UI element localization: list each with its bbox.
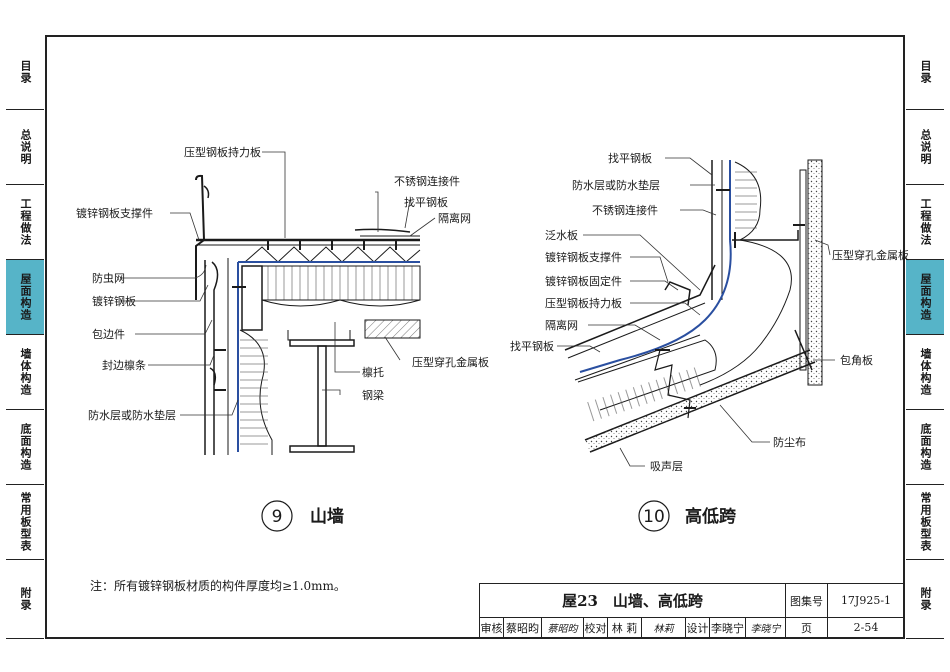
nav-tab-label: 底面构造: [919, 423, 932, 471]
label-ss-connector: 不锈钢连接件: [394, 175, 460, 188]
nav-tab-label: 附录: [19, 587, 32, 611]
nav-tab-label: 常用板型表: [919, 492, 932, 552]
detail-9-labels: 压型钢板持力板 不锈钢连接件 找平钢板 隔离网 镀锌钢板支撑件 防虫网 镀锌钢板…: [76, 145, 489, 422]
page-label: 页: [801, 621, 812, 635]
label-leveling-plate: 找平钢板: [404, 195, 448, 209]
nav-tab-label: 墙体构造: [19, 348, 32, 396]
svg-text:9: 9: [272, 507, 283, 527]
nav-tab[interactable]: 附录: [906, 560, 944, 639]
detail-10-drawing: [564, 159, 823, 453]
drawing-title-cell: 屋23 山墙、高低跨: [480, 584, 786, 617]
nav-tab-label: 底面构造: [19, 423, 32, 471]
label-edge-trim: 包边件: [92, 328, 125, 341]
nav-tab[interactable]: 屋面构造: [6, 260, 44, 335]
drawing-title: 屋23 山墙、高低跨: [562, 592, 703, 610]
leader-lines: [120, 151, 835, 467]
nav-tab[interactable]: 墙体构造: [906, 335, 944, 410]
label-waterproof: 防水层或防水垫层: [88, 408, 176, 422]
nav-tab[interactable]: 工程做法: [906, 185, 944, 260]
nav-tab-label: 目录: [919, 60, 932, 84]
nav-tab-label: 目录: [19, 60, 32, 84]
title-block: 屋23 山墙、高低跨 图集号 17J925-1 审核 蔡昭昀 蔡昭昀 校对 林 …: [479, 583, 904, 638]
nav-tab[interactable]: 常用板型表: [906, 485, 944, 560]
title-block-row2: 审核 蔡昭昀 蔡昭昀 校对 林 莉 林莉 设计 李晓宁 李晓宁 页 2-54: [480, 617, 904, 638]
label-corner-trim: 包角板: [840, 353, 873, 367]
review-label: 审核: [480, 621, 503, 635]
check-name: 林 莉: [611, 621, 638, 635]
label-acoustic-layer: 吸声层: [650, 459, 683, 473]
label-support-10: 镀锌钢板支撑件: [545, 250, 622, 264]
label-steel-beam: 钢梁: [362, 388, 384, 402]
svg-text:高低跨: 高低跨: [685, 506, 737, 527]
drawing-sheet: [45, 35, 905, 639]
review-signature: 蔡昭昀: [547, 624, 578, 635]
label-isolation-mesh-10: 隔离网: [545, 318, 578, 332]
nav-tab[interactable]: 附录: [6, 560, 44, 639]
svg-text:10: 10: [643, 507, 665, 527]
design-signature: 李晓宁: [750, 624, 781, 635]
label-perforated-panel: 压型穿孔金属板: [412, 355, 489, 369]
nav-tab-label: 总说明: [919, 129, 932, 165]
detail-9-drawing: [195, 174, 421, 455]
right-nav-tabs: 目录总说明工程做法屋面构造墙体构造底面构造常用板型表附录: [906, 35, 944, 639]
check-label: 校对: [584, 621, 607, 635]
label-support: 镀锌钢板支撑件: [76, 206, 153, 220]
nav-tab[interactable]: 常用板型表: [6, 485, 44, 560]
note-text: 注：所有镀锌钢板材质的构件厚度均≥1.0mm。: [90, 579, 346, 593]
title-block-row1: 屋23 山墙、高低跨 图集号 17J925-1: [480, 584, 904, 618]
atlas-label-cell: 图集号: [786, 584, 828, 617]
nav-tab-label: 附录: [919, 587, 932, 611]
detail-10-labels: 找平钢板 防水层或防水垫层 不锈钢连接件 泛水板 镀锌钢板支撑件 镀锌钢板固定件…: [510, 151, 909, 473]
nav-tab[interactable]: 目录: [6, 35, 44, 110]
label-flashing: 泛水板: [545, 228, 578, 242]
nav-tab-label: 总说明: [19, 129, 32, 165]
nav-tab[interactable]: 工程做法: [6, 185, 44, 260]
label-waterproof-10: 防水层或防水垫层: [572, 178, 660, 192]
label-leveling-plate-top: 找平钢板: [608, 151, 652, 165]
nav-tab[interactable]: 屋面构造: [906, 260, 944, 335]
nav-tab[interactable]: 底面构造: [6, 410, 44, 485]
label-fixing: 镀锌钢板固定件: [545, 274, 622, 288]
label-isolation-mesh: 隔离网: [438, 211, 471, 225]
label-galv-plate: 镀锌钢板: [92, 294, 136, 308]
detail-10-caption: 10 高低跨: [638, 500, 737, 532]
nav-tab-label: 屋面构造: [19, 273, 32, 321]
nav-tab-label: 墙体构造: [919, 348, 932, 396]
nav-tab[interactable]: 底面构造: [906, 410, 944, 485]
label-perforated-panel-10a: 压型穿孔金属板: [832, 248, 909, 262]
label-bearing-plate-10: 压型钢板持力板: [545, 296, 622, 310]
nav-tab-label: 屋面构造: [919, 273, 932, 321]
label-dust-cloth: 防尘布: [773, 435, 806, 449]
nav-tab-label: 常用板型表: [19, 492, 32, 552]
label-ss-connector-10: 不锈钢连接件: [592, 204, 658, 217]
label-edge-purlin: 封边檩条: [102, 358, 146, 372]
label-bearing-plate: 压型钢板持力板: [184, 145, 261, 159]
page-number: 2-54: [853, 621, 879, 634]
nav-tab[interactable]: 总说明: [906, 110, 944, 185]
label-purlin-bracket: 檩托: [362, 365, 384, 379]
design-name: 李晓宁: [711, 621, 744, 635]
detail-9-caption: 9 山墙: [261, 500, 344, 532]
label-insect-mesh: 防虫网: [92, 271, 125, 285]
design-label: 设计: [686, 621, 709, 635]
label-leveling-plate-bottom: 找平钢板: [510, 339, 554, 353]
svg-text:山墙: 山墙: [310, 506, 344, 527]
nav-tab-label: 工程做法: [919, 198, 932, 246]
nav-tab[interactable]: 总说明: [6, 110, 44, 185]
nav-tab-label: 工程做法: [19, 198, 32, 246]
left-nav-tabs: 目录总说明工程做法屋面构造墙体构造底面构造常用板型表附录: [6, 35, 44, 639]
nav-tab[interactable]: 墙体构造: [6, 335, 44, 410]
nav-tab[interactable]: 目录: [906, 35, 944, 110]
check-signature: 林莉: [653, 624, 674, 635]
atlas-number-cell: 17J925-1: [840, 594, 892, 607]
review-name: 蔡昭昀: [506, 621, 539, 635]
